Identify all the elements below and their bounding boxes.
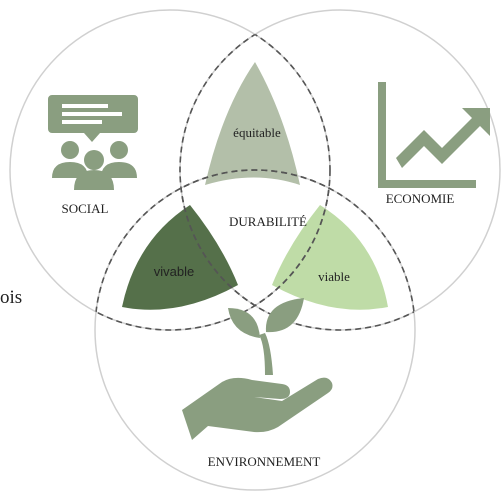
equitable-region [205,62,300,185]
durabilite-label: DURABILITÉ [229,214,307,229]
social-label: SOCIAL [62,201,109,216]
social-dashed-arc [180,10,331,330]
environnement-plant-hand-icon [182,298,333,440]
left-cut-text: ois [0,287,23,308]
economie-dashed-arc [179,10,330,330]
eco-env-dashed-arc [179,170,415,331]
social-env-dashed-arc [95,170,331,331]
viable-region [272,205,388,310]
economie-chart-icon [378,82,490,188]
viable-label: viable [318,269,350,284]
social-people-icon [48,95,138,190]
vivable-label: vivable [154,264,194,279]
vivable-region [122,205,238,310]
equitable-label: équitable [233,125,281,140]
env-eco-dashed-arc [180,169,416,330]
economie-label: ECONOMIE [386,191,455,206]
environnement-label: ENVIRONNEMENT [208,454,321,469]
